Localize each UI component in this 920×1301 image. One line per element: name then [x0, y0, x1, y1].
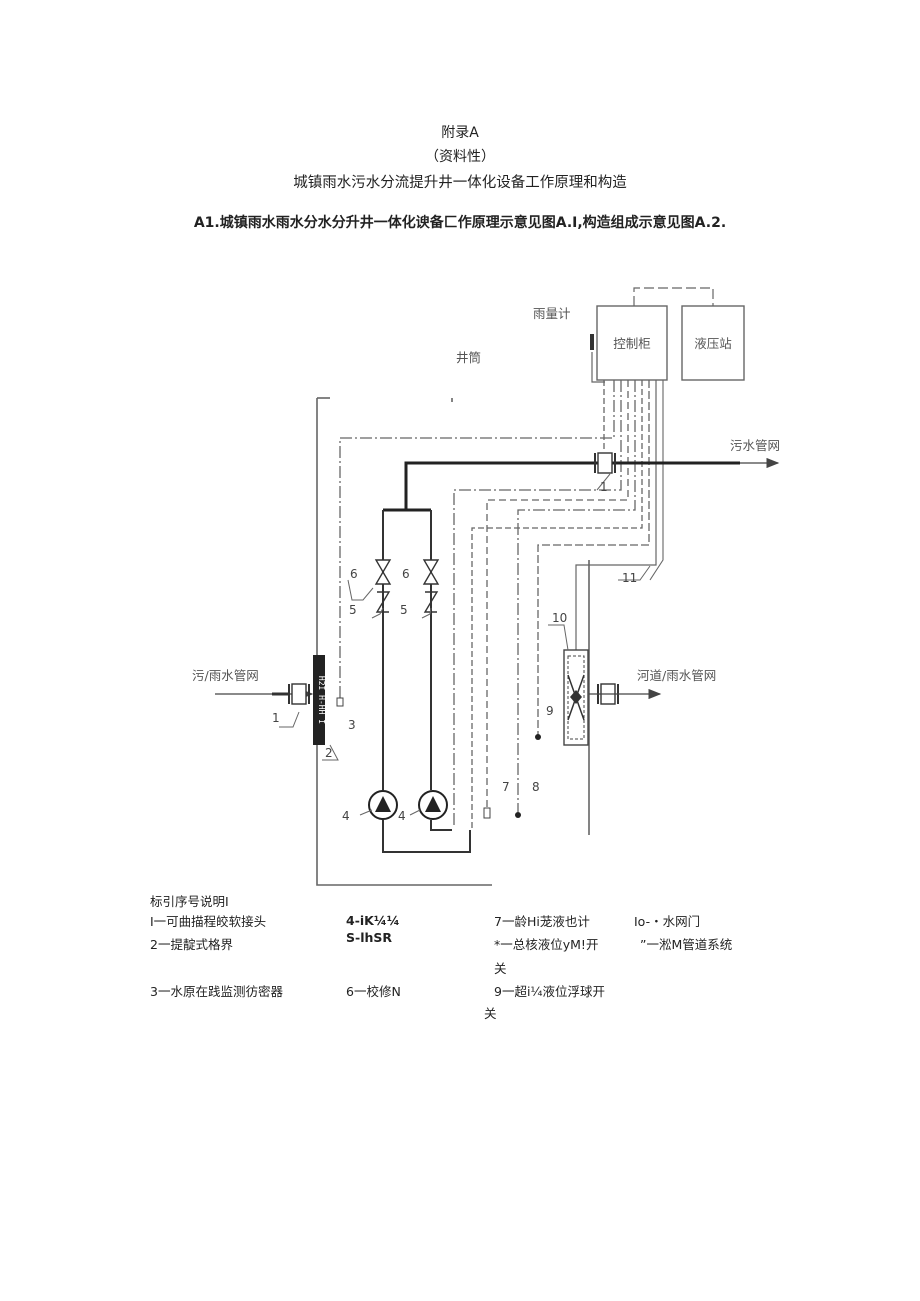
legend-item-7: 7一龄Hi茏液也计 [494, 914, 590, 929]
sewage-network-label: 污水管网 [730, 438, 780, 453]
pump-left [368, 790, 398, 820]
lifting-grating: H2I H-HH I [313, 655, 326, 745]
callout-9: 9 [546, 704, 554, 718]
grating-text: H2I H-HH I [317, 676, 326, 724]
hydraulic-station-label: 液压站 [694, 336, 732, 351]
appendix-nature: （资料性） [425, 149, 495, 165]
well-shaft [316, 397, 590, 886]
flexible-joint [272, 683, 310, 705]
signal-cables [339, 380, 664, 828]
callout-5a: 5 [349, 603, 357, 617]
legend-item-10: Io-・水网门 [634, 914, 701, 929]
callout-6a: 6 [350, 567, 358, 581]
callout-8: 8 [532, 780, 540, 794]
callout-numbers: 1 2 3 4 4 5 5 6 6 7 8 9 10 11 1 [272, 480, 637, 823]
appendix-label: 附录A [441, 125, 479, 141]
intro-text: A1.城镇雨水雨水分水分升井一体化谀备匚作原理示意见图A.I,构造组成示意见图A… [193, 215, 727, 231]
callout-6b: 6 [402, 567, 410, 581]
legend-item-4: 4-iK¼¼ [346, 913, 400, 928]
control-cabinet: 控制柜 [596, 305, 668, 381]
callout-5b: 5 [400, 603, 408, 617]
leader-lines [279, 473, 651, 816]
legend-title: 标引序号说明I [150, 894, 229, 909]
callout-2: 2 [325, 746, 333, 760]
check-valves [375, 591, 439, 613]
callout-1: 1 [272, 711, 280, 725]
legend-item-8-cont: 关 [494, 961, 507, 976]
legend-item-1: I一可曲描程皎软接头 [150, 914, 267, 929]
river-network-label: 河道/雨水管网 [637, 668, 716, 683]
callout-10: 10 [552, 611, 567, 625]
rain-gauge-label: 雨量计 [533, 306, 571, 321]
callout-1b: 1 [600, 480, 608, 494]
float-switch-9 [535, 734, 541, 740]
callout-11: 11 [622, 571, 637, 585]
legend-item-6: 6一校修N [346, 984, 401, 999]
legend-item-2: 2一提靛式格界 [150, 937, 233, 952]
legend-item-11: ”一淞M管道系统 [640, 937, 733, 952]
pump-right [418, 790, 448, 820]
river-gate [563, 649, 589, 746]
legend-item-9-cont: 关 [484, 1006, 497, 1021]
gate-valves [374, 559, 440, 585]
legend-item-9: 9一超i¼液位浮球开 [494, 984, 606, 999]
pump-risers [382, 510, 471, 853]
inlet-network-label: 污/雨水管网 [192, 668, 259, 683]
callout-4b: 4 [398, 809, 406, 823]
discharge-pipe [383, 461, 740, 512]
water-quality-sensor [336, 697, 344, 707]
hydraulic-station: 液压站 [681, 305, 745, 381]
rain-gauge: 雨量计 [533, 306, 605, 383]
legend-item-8: *一总核液位yM!开 [494, 937, 599, 952]
callout-4a: 4 [342, 809, 350, 823]
cabinet-link [633, 287, 714, 306]
well-label: 井筒 [456, 350, 481, 365]
outlet-gate-valve [594, 452, 616, 474]
level-gauge-7 [483, 807, 491, 819]
legend-item-5: S-lhSR [346, 930, 393, 945]
callout-7: 7 [502, 780, 510, 794]
level-switch-8 [515, 812, 521, 818]
appendix-title: 城镇雨水污水分流提升井一体化设备工作原理和构造 [293, 175, 627, 191]
control-cabinet-label: 控制柜 [613, 336, 651, 351]
legend-item-3: 3一水原在践监测彷密器 [150, 984, 283, 999]
callout-3: 3 [348, 718, 356, 732]
